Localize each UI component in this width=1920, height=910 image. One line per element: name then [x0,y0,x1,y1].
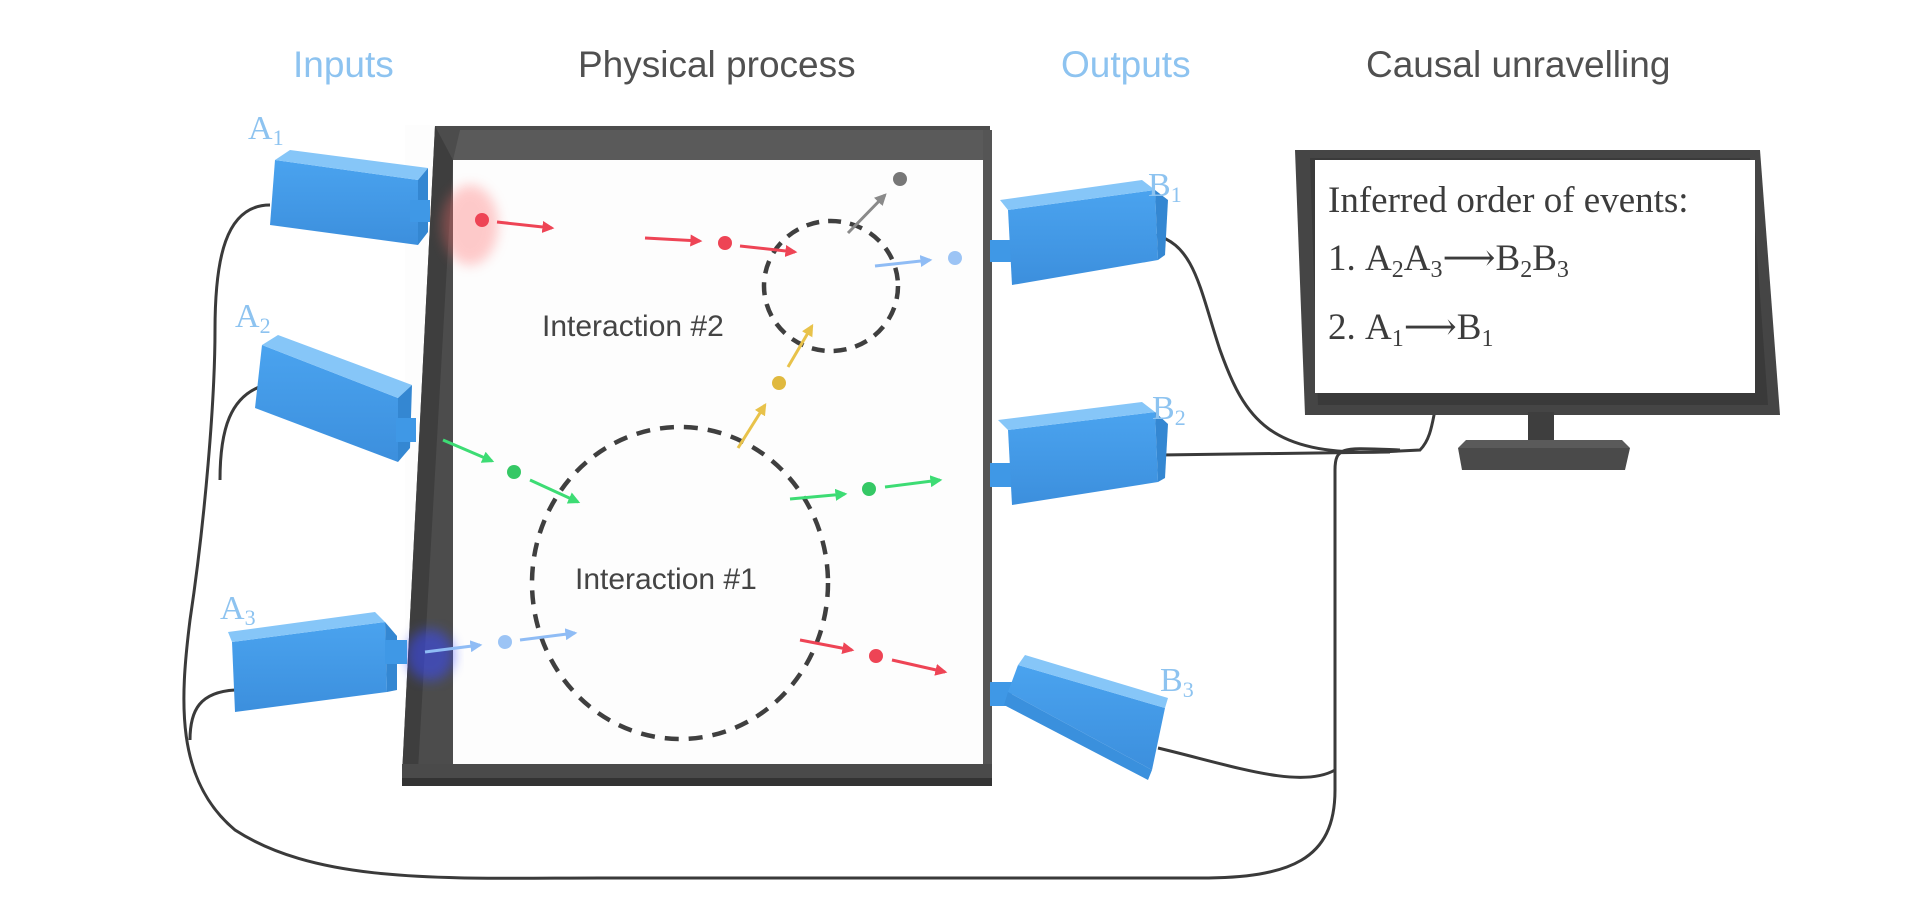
particle-yellow [772,376,786,390]
monitor-screen-text: Inferred order of events: 1. A2A3⟶B2B3 2… [1328,172,1758,368]
output-box-b1 [990,180,1168,285]
header-inputs: Inputs [293,44,394,85]
monitor-title: Inferred order of events: [1328,180,1689,221]
monitor-event-1: 1. A2A3⟶B2B3 [1328,238,1569,283]
label-a2: A2 [235,298,271,338]
cable-a2 [218,383,266,481]
cable-b2 [1159,450,1391,457]
label-a1: A1 [248,110,284,150]
label-a3: A3 [220,590,256,630]
header-causal-unravelling: Causal unravelling [1366,44,1671,85]
particle-red [718,236,732,250]
cable-b1 [1154,233,1437,454]
cable-a3 [188,688,236,741]
particles [424,172,962,676]
particle-green [862,482,876,496]
particle-red [475,213,489,227]
interaction-1-circle [529,424,831,742]
input-box-a3 [228,612,407,712]
particle-gray [893,172,907,186]
label-b1: B1 [1148,167,1182,207]
particle-green [507,465,521,479]
input-box-a2 [255,335,416,462]
output-box-b3 [990,655,1168,780]
header-outputs: Outputs [1061,44,1191,85]
output-box-b2 [990,402,1168,505]
cable-b3 [1157,746,1336,779]
particle-red [869,649,883,663]
header-physical-process: Physical process [578,44,856,85]
monitor [1295,150,1780,470]
cable-a1 [182,203,1401,880]
label-b3: B3 [1160,662,1194,702]
interaction-2-circle [761,218,901,354]
cables [182,203,1437,880]
interaction-2-label: Interaction #2 [542,310,724,343]
monitor-event-2: 2. A1⟶B1 [1328,307,1494,352]
process-box [402,125,992,786]
label-b2: B2 [1152,390,1186,430]
particle-blue [498,635,512,649]
particle-blue [948,251,962,265]
interaction-1-label: Interaction #1 [575,563,757,596]
input-box-a1 [270,150,430,245]
